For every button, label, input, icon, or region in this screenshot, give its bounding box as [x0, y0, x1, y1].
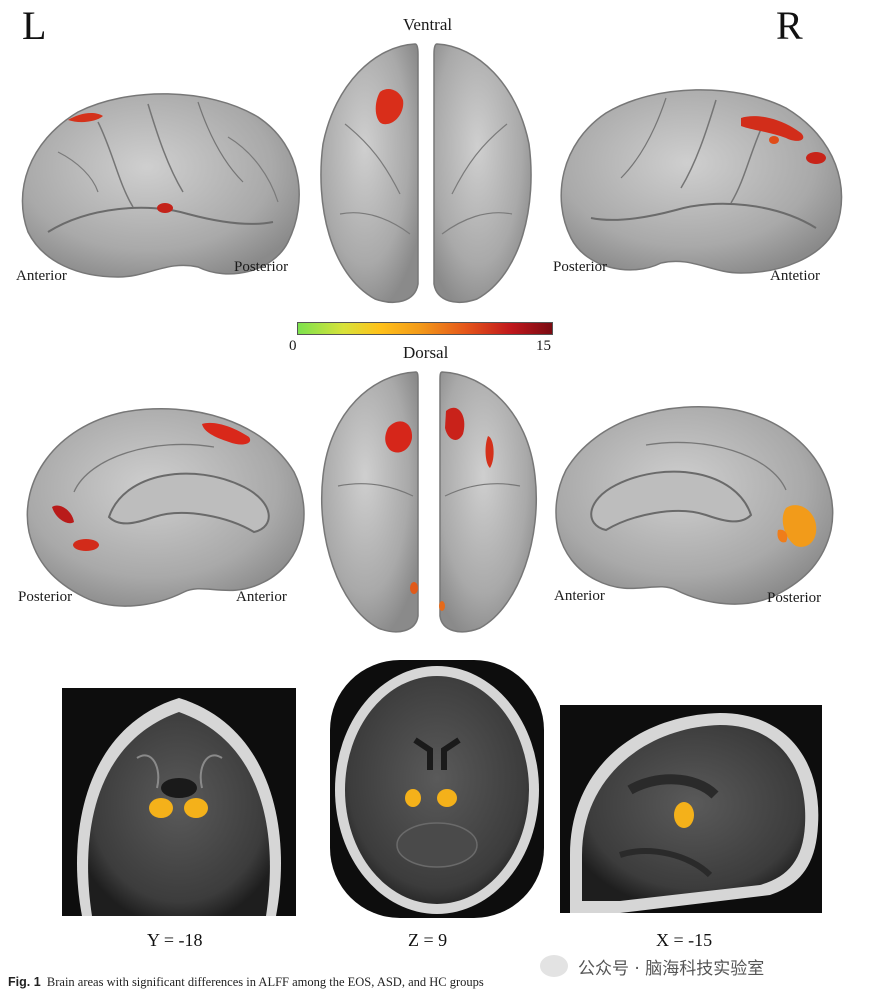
- activation-cluster: [782, 505, 817, 547]
- activation-cluster: [439, 601, 445, 611]
- right-medial-back-label: Posterior: [767, 590, 822, 606]
- figure-caption: Fig. 1 Brain areas with significant diff…: [8, 975, 568, 990]
- figure-caption-text: Brain areas with significant differences…: [46, 975, 484, 989]
- activation-cluster: [741, 116, 804, 141]
- figure-caption-label: Fig. 1: [8, 975, 41, 989]
- ventral-view-label: Ventral: [403, 15, 453, 34]
- activation-cluster: [777, 529, 788, 543]
- colorbar: [297, 322, 553, 335]
- activation-cluster: [52, 505, 74, 524]
- right-medial-front-label: Anterior: [554, 588, 605, 604]
- activation-cluster: [445, 407, 465, 440]
- left-medial-back-label: Posterior: [18, 589, 73, 605]
- left-lateral-back-label: Posterior: [234, 259, 289, 275]
- activation-cluster: [157, 203, 173, 213]
- activation-cluster: [485, 436, 494, 468]
- colorbar-max-label: 15: [536, 338, 551, 354]
- activation-cluster: [769, 136, 779, 144]
- dorsal-view-label: Dorsal: [403, 343, 449, 362]
- activation-cluster: [437, 789, 457, 807]
- right-medial-brain: [555, 406, 834, 605]
- activation-cluster: [806, 152, 826, 164]
- colorbar-min-label: 0: [289, 338, 297, 354]
- axial-slice: [330, 660, 544, 918]
- dorsal-brain: [320, 371, 538, 633]
- right-lateral-brain: [560, 89, 843, 274]
- right-lateral-front-label: Antetior: [770, 268, 820, 284]
- left-medial-brain: [26, 408, 305, 607]
- right-hemisphere-label: R: [776, 3, 803, 48]
- left-medial-front-label: Anterior: [236, 589, 287, 605]
- activation-cluster: [184, 798, 208, 818]
- sagittal-coordinate-label: X = -15: [656, 930, 713, 950]
- watermark-text: 公众号 · 脑海科技实验室: [578, 959, 765, 979]
- activation-cluster: [202, 422, 251, 445]
- wechat-logo-icon: [540, 955, 568, 977]
- axial-coordinate-label: Z = 9: [408, 930, 448, 950]
- activation-cluster: [73, 539, 99, 551]
- ventral-brain: [320, 43, 532, 303]
- coronal-slice: [62, 688, 296, 916]
- right-lateral-back-label: Posterior: [553, 259, 608, 275]
- activation-cluster: [375, 88, 404, 125]
- activation-cluster: [674, 802, 694, 828]
- coronal-coordinate-label: Y = -18: [147, 930, 203, 950]
- activation-cluster: [405, 789, 421, 807]
- activation-cluster: [385, 421, 413, 453]
- left-lateral-front-label: Anterior: [16, 268, 67, 284]
- sagittal-slice: [560, 705, 822, 913]
- activation-cluster: [149, 798, 173, 818]
- left-hemisphere-label: L: [22, 3, 47, 48]
- left-lateral-brain: [21, 93, 300, 278]
- activation-cluster: [410, 582, 418, 594]
- activation-cluster: [68, 113, 103, 123]
